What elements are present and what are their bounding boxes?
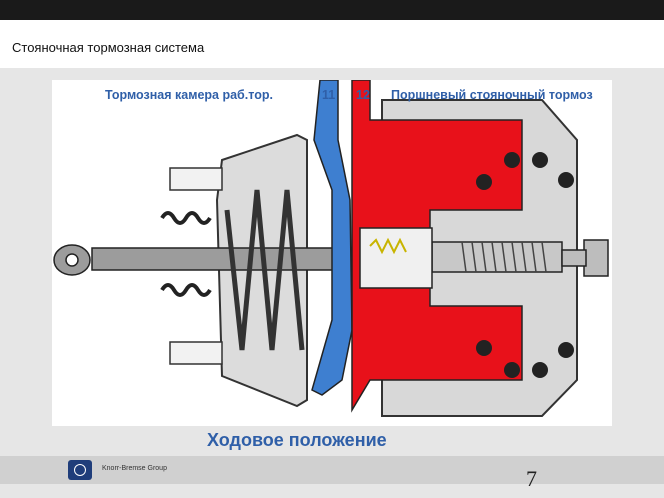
top-bar bbox=[0, 0, 664, 20]
service-chamber-label: Тормозная камера раб.тор. bbox=[105, 88, 273, 102]
port-12-label: 12 bbox=[356, 88, 370, 102]
push-rod bbox=[91, 247, 353, 271]
port-11-label: 11 bbox=[322, 88, 336, 102]
diagram-caption: Ходовое положение bbox=[207, 430, 387, 450]
valve-body bbox=[359, 227, 433, 289]
header-panel bbox=[0, 20, 664, 68]
footer-bar bbox=[0, 456, 664, 484]
company-name: Knorr-Bremse Group bbox=[102, 465, 167, 472]
mounting-stud-top bbox=[169, 167, 223, 191]
rod-bellows-top bbox=[160, 211, 212, 225]
release-nut bbox=[583, 239, 609, 277]
return-spring bbox=[224, 189, 305, 351]
knorr-bremse-logo-icon bbox=[68, 460, 92, 480]
service-pressure-area bbox=[311, 80, 353, 396]
bolt-shank bbox=[561, 249, 587, 267]
piston-springs bbox=[476, 152, 574, 378]
rod-bellows-bottom bbox=[160, 283, 212, 297]
valve-spring bbox=[369, 237, 407, 255]
page-number: 7 bbox=[526, 466, 537, 491]
brake-cross-section-svg bbox=[53, 80, 609, 417]
parking-brake-label: Поршневый стояночный тормоз bbox=[391, 88, 593, 102]
brake-diagram bbox=[52, 80, 612, 426]
release-bolt-thread bbox=[461, 241, 547, 273]
mounting-stud-bottom bbox=[169, 341, 223, 365]
slide-title: Стояночная тормозная система bbox=[12, 40, 205, 55]
release-bolt bbox=[431, 241, 563, 273]
